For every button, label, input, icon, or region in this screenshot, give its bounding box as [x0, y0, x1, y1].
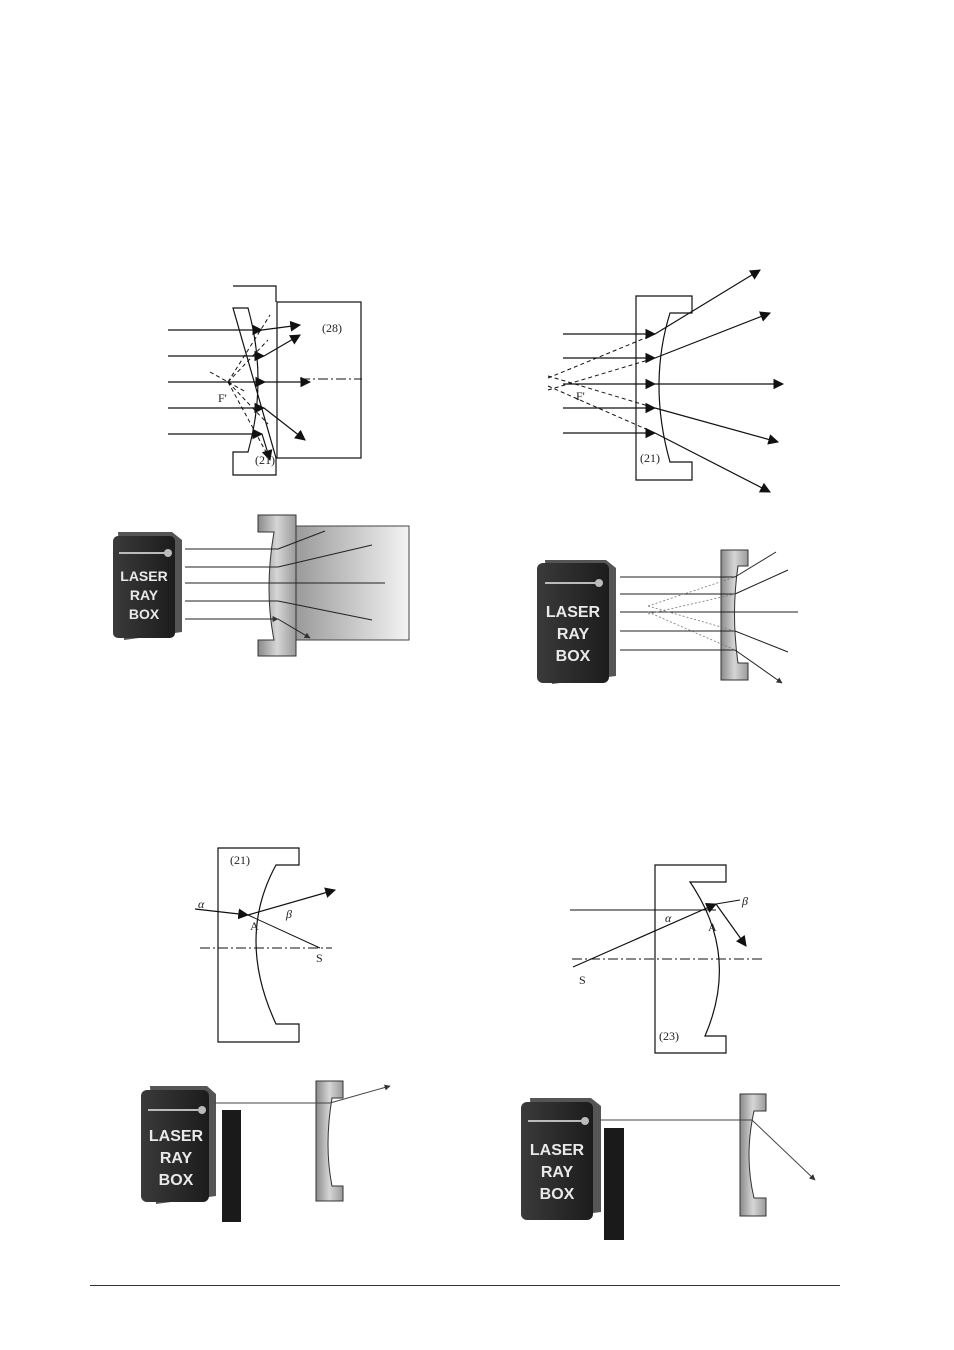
laser-ray-box: LASER RAY BOX [113, 532, 182, 640]
laser-rays [600, 1120, 815, 1180]
outgoing-ray [655, 408, 778, 442]
normal-line [716, 900, 740, 904]
point-a-label: A [708, 920, 717, 934]
panel-lens-23-ray-angle-diagram [570, 865, 762, 1053]
outgoing-ray [264, 335, 300, 356]
reflected-ray [716, 904, 746, 946]
focus-label: F' [576, 389, 585, 403]
angle-beta-label: β [741, 894, 748, 908]
panel-lens-21-ray-angle-diagram [195, 848, 335, 1042]
focus-label: F' [218, 391, 227, 405]
normal-line [248, 915, 320, 948]
footer-rule [90, 1285, 840, 1286]
panel-laser-lens-screen-setup: LASER RAY BOX [113, 515, 409, 656]
point-a-label: A [250, 919, 259, 933]
panel-concave-lens-screen-diagram [168, 286, 362, 475]
laser-box-line2: RAY [130, 587, 159, 603]
point-s-label: S [316, 951, 323, 965]
laser-box-line1: LASER [546, 604, 601, 621]
lens-21-label: (21) [255, 453, 275, 467]
outgoing-ray [655, 313, 770, 358]
laser-box-line3: BOX [556, 648, 591, 665]
lens-21 [258, 515, 296, 656]
outgoing-ray [262, 325, 300, 330]
laser-ray-box: LASER RAY BOX [537, 560, 616, 684]
lens-23-label: (23) [659, 1029, 679, 1043]
laser-box-line3: BOX [540, 1186, 575, 1203]
lens-21-outline [218, 848, 299, 1042]
laser-box-line2: RAY [541, 1164, 574, 1181]
laser-ray-box: LASER RAY BOX [521, 1098, 601, 1220]
refracted-ray [573, 904, 716, 967]
lens-21-label: (21) [230, 853, 250, 867]
laser-rays [620, 552, 798, 683]
panel-laser-slit-lens-reflection-setup: LASER RAY BOX [521, 1094, 815, 1240]
slit-plate [604, 1128, 624, 1240]
screen-28-label: (28) [322, 321, 342, 335]
laser-box-line3: BOX [129, 606, 160, 622]
laser-box-line1: LASER [149, 1128, 204, 1145]
angle-alpha-label: α [198, 897, 205, 911]
panel-concave-lens-diverging-diagram [548, 270, 783, 492]
lens-21-label: (21) [640, 451, 660, 465]
screen-28-outline [277, 302, 361, 458]
laser-rays [215, 1086, 390, 1103]
outgoing-ray [264, 408, 305, 440]
laser-box-line2: RAY [557, 626, 590, 643]
laser-box-line3: BOX [159, 1172, 194, 1189]
slit-plate [222, 1110, 241, 1222]
lens-21 [316, 1081, 343, 1201]
virtual-ray-extensions [210, 315, 270, 452]
lens-21 [721, 550, 748, 680]
panel-laser-slit-lens-setup: LASER RAY BOX [141, 1081, 390, 1222]
angle-beta-label: β [285, 907, 292, 921]
laser-box-line1: LASER [530, 1142, 585, 1159]
laser-box-line2: RAY [160, 1150, 193, 1167]
lens-21-outline [233, 286, 276, 475]
panel-laser-lens-diverging-setup: LASER RAY BOX [537, 550, 798, 684]
outgoing-ray [655, 270, 760, 334]
point-s-label: S [579, 973, 586, 987]
laser-box-line1: LASER [120, 568, 167, 584]
laser-ray-box: LASER RAY BOX [141, 1086, 216, 1204]
lens-23 [740, 1094, 766, 1216]
angle-alpha-label: α [665, 911, 672, 925]
